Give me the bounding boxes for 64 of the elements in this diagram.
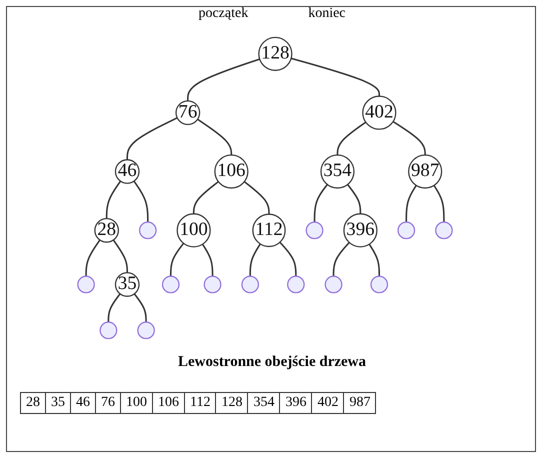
node-dot (241, 276, 259, 294)
connector (290, 58, 380, 96)
connector (134, 293, 147, 322)
connector (112, 240, 128, 273)
node-dot (324, 276, 342, 294)
node-dot (204, 276, 222, 294)
connector (392, 120, 426, 156)
connector (249, 244, 261, 276)
connector (279, 242, 297, 276)
node-dot (435, 222, 453, 240)
connector (133, 180, 149, 222)
connector (170, 242, 184, 276)
connector (244, 181, 270, 214)
table-cell: 100 (120, 392, 152, 414)
connector (187, 58, 260, 101)
connector (347, 184, 362, 214)
table-cell: 112 (184, 392, 216, 414)
table-cell: 402 (312, 392, 344, 414)
node-dot (306, 222, 324, 240)
table-cell: 128 (216, 392, 248, 414)
node-circle: 128 (258, 36, 292, 71)
connector (406, 184, 417, 222)
caption: Lewostronne obejście drzewa (176, 354, 368, 371)
connector (197, 118, 232, 156)
node-circle: 35 (114, 272, 140, 297)
node-circle: 76 (175, 100, 200, 126)
node-dot (77, 276, 95, 294)
connector (332, 242, 350, 276)
node-circle: 46 (114, 159, 140, 184)
table-cell: 354 (248, 392, 280, 414)
connector (368, 244, 380, 276)
node-circle: 987 (408, 154, 442, 189)
node-dot (137, 322, 155, 340)
table-cell: 46 (70, 392, 96, 414)
table-cell: 76 (96, 392, 120, 414)
path-label: początek (198, 6, 248, 21)
node-dot (370, 276, 388, 294)
node-circle: 112 (252, 214, 286, 248)
connector (202, 244, 214, 276)
connector (108, 293, 121, 322)
table-cell: 396 (280, 392, 312, 414)
node-dot (397, 222, 416, 240)
path-label: koniec (308, 6, 346, 21)
connector (314, 184, 328, 222)
node-circle: 396 (343, 213, 378, 248)
connector (433, 184, 445, 222)
node-dot (287, 276, 305, 294)
connector (192, 181, 219, 214)
node-dot (100, 322, 118, 340)
table-cell: 987 (344, 392, 376, 414)
node-circle: 100 (176, 213, 211, 248)
node-circle: 402 (362, 96, 396, 130)
connector (106, 180, 122, 219)
connector (336, 122, 366, 156)
connector (126, 117, 178, 160)
table-cell: 106 (152, 392, 184, 414)
node-dot (162, 276, 180, 294)
table-cell: 35 (46, 392, 70, 414)
node-circle: 354 (320, 154, 355, 189)
node-circle: 106 (214, 154, 248, 189)
connector (85, 240, 101, 276)
node-dot (139, 222, 157, 240)
node-circle: 28 (94, 218, 119, 243)
table-cell: 28 (20, 392, 46, 414)
